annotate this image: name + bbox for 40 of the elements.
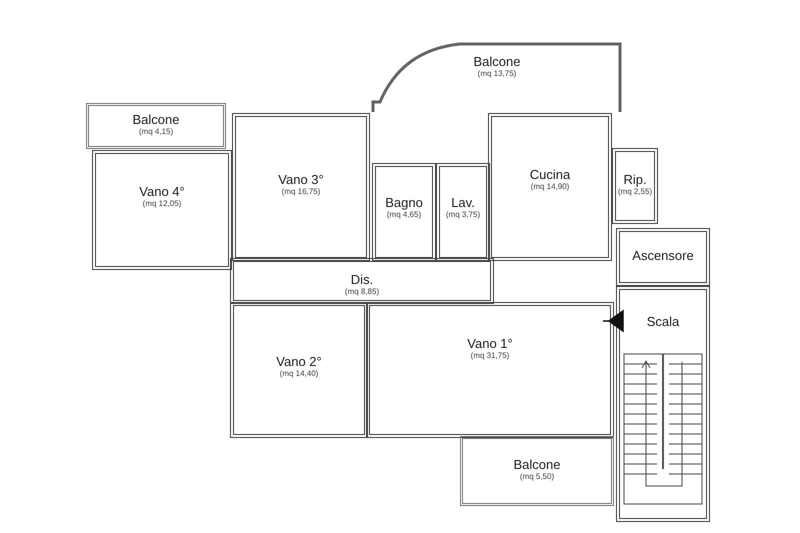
room-area: (mq 2,55) xyxy=(618,187,652,197)
room-name: Balcone xyxy=(474,54,520,69)
room-area: (mq 31,75) xyxy=(470,351,510,361)
balcony-outline xyxy=(460,436,614,506)
room-area: (mq 5,50) xyxy=(520,472,554,482)
room-name: Vano 3° xyxy=(278,172,324,187)
room-outline xyxy=(366,302,614,438)
room-name: Ascensore xyxy=(632,248,694,263)
room-name: Cucina xyxy=(530,167,570,182)
room-name: Rip. xyxy=(623,172,647,187)
room-outline xyxy=(372,163,436,261)
room-area: (mq 8,85) xyxy=(344,287,380,297)
room-area: (mq 14,40) xyxy=(280,369,318,379)
room-name: Scala xyxy=(646,314,680,329)
room-area: (mq 4,65) xyxy=(386,210,422,220)
room-outline xyxy=(92,150,232,270)
room-name: Bagno xyxy=(385,195,423,210)
room-outline xyxy=(616,286,710,522)
room-outline xyxy=(612,148,658,224)
room-name: Lav. xyxy=(451,195,475,210)
room-area: (mq 14,90) xyxy=(530,182,570,192)
room-name: Vano 4° xyxy=(139,184,185,199)
room-area: (mq 12,05) xyxy=(142,199,182,209)
room-outline xyxy=(616,228,710,286)
balcony-outline xyxy=(86,103,226,149)
room-name: Balcone xyxy=(132,112,180,127)
room-name: Vano 1° xyxy=(467,336,513,351)
room-name: Vano 2° xyxy=(276,354,322,369)
room-outline xyxy=(230,302,368,438)
balcony-outline xyxy=(372,42,622,112)
room-outline xyxy=(232,113,370,261)
room-area: (mq 16,75) xyxy=(282,187,320,197)
room-outline xyxy=(488,113,612,261)
room-name: Balcone xyxy=(514,457,560,472)
room-area: (mq 13,75) xyxy=(478,69,516,79)
room-outline xyxy=(230,258,494,304)
room-area: (mq 4,15) xyxy=(138,127,174,137)
room-name: Dis. xyxy=(350,272,374,287)
room-area: (mq 3,75) xyxy=(446,210,480,220)
room-outline xyxy=(436,163,490,261)
